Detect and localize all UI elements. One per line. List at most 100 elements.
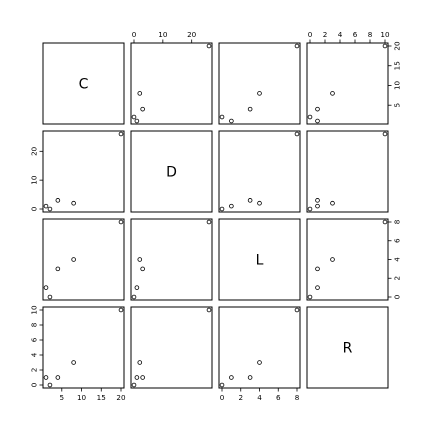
data-point bbox=[257, 91, 262, 96]
data-point bbox=[43, 375, 49, 380]
x-tick-label: 8 bbox=[368, 30, 373, 39]
y-tick-label: 10 bbox=[30, 305, 39, 315]
data-point bbox=[315, 106, 320, 112]
panel-C-R bbox=[306, 42, 389, 125]
panel-R-D bbox=[130, 306, 213, 389]
panel-C-C: C bbox=[42, 42, 125, 125]
panel-frame bbox=[42, 130, 125, 213]
data-point bbox=[257, 360, 262, 365]
data-point bbox=[140, 106, 145, 112]
panel-D-L bbox=[218, 130, 301, 213]
y-tick-label: 0 bbox=[30, 382, 39, 387]
panel-frame bbox=[130, 306, 213, 389]
data-point bbox=[315, 285, 320, 290]
x-tick-label: 6 bbox=[353, 30, 358, 39]
data-point bbox=[140, 375, 145, 380]
panel-frame bbox=[218, 130, 301, 213]
x-tick-label: 0 bbox=[220, 393, 225, 402]
data-point bbox=[206, 43, 212, 49]
data-point bbox=[294, 131, 300, 137]
y-tick-label: 10 bbox=[393, 80, 402, 90]
data-point bbox=[247, 198, 253, 203]
data-point bbox=[219, 382, 225, 388]
y-tick-label: 8 bbox=[393, 219, 402, 224]
data-point bbox=[330, 200, 335, 206]
data-point bbox=[315, 203, 320, 209]
y-axis-C-right: 5 10 15 20 bbox=[387, 41, 402, 108]
panel-R-L bbox=[218, 306, 301, 389]
y-tick-label: 8 bbox=[30, 322, 39, 327]
data-point bbox=[307, 206, 313, 212]
data-point bbox=[330, 257, 335, 262]
y-tick-label: 6 bbox=[393, 238, 402, 243]
x-tick-label: 2 bbox=[323, 30, 328, 39]
y-tick-label: 6 bbox=[30, 337, 39, 342]
y-tick-label: 20 bbox=[393, 41, 402, 51]
data-point bbox=[315, 266, 320, 272]
panel-R-C bbox=[42, 306, 125, 389]
x-tick-label: 4 bbox=[338, 30, 343, 39]
data-point bbox=[229, 118, 234, 124]
panel-frame bbox=[130, 218, 213, 301]
panel-L-D bbox=[130, 218, 213, 301]
x-tick-label: 4 bbox=[257, 393, 262, 402]
x-tick-label: 20 bbox=[187, 30, 197, 39]
data-point bbox=[315, 198, 320, 203]
x-tick-label: 10 bbox=[77, 393, 87, 402]
data-point bbox=[118, 219, 124, 225]
y-tick-label: 15 bbox=[393, 61, 402, 70]
data-point bbox=[206, 307, 212, 313]
y-tick-label: 0 bbox=[30, 206, 39, 211]
data-point bbox=[247, 106, 253, 112]
data-point bbox=[55, 266, 61, 272]
data-point bbox=[43, 203, 49, 209]
data-point bbox=[43, 285, 49, 290]
x-tick-label: 10 bbox=[380, 30, 390, 39]
data-point bbox=[131, 294, 137, 300]
x-tick-label: 0 bbox=[132, 30, 137, 39]
x-axis-L-bottom: 0 2 4 6 8 bbox=[220, 387, 300, 402]
data-point bbox=[330, 91, 335, 96]
panel-frame bbox=[130, 130, 213, 213]
x-tick-label: 6 bbox=[276, 393, 281, 402]
data-point bbox=[47, 294, 53, 300]
data-point bbox=[247, 375, 253, 380]
y-tick-label: 2 bbox=[30, 368, 39, 373]
data-point bbox=[131, 114, 137, 120]
y-tick-label: 4 bbox=[30, 352, 39, 357]
panel-D-D: D bbox=[130, 130, 213, 213]
data-point bbox=[137, 360, 143, 365]
data-point bbox=[219, 114, 225, 120]
data-point bbox=[137, 257, 143, 262]
panel-D-R bbox=[306, 130, 389, 213]
x-tick-label: 8 bbox=[295, 393, 300, 402]
data-point bbox=[257, 200, 262, 206]
variable-label-D: D bbox=[166, 165, 177, 181]
x-tick-label: 10 bbox=[158, 30, 168, 39]
data-point bbox=[382, 43, 388, 49]
y-tick-label: 2 bbox=[393, 276, 402, 281]
variable-label-C: C bbox=[79, 77, 89, 93]
data-point bbox=[134, 375, 140, 380]
data-point bbox=[229, 203, 234, 209]
data-point bbox=[71, 360, 76, 365]
y-tick-label: 0 bbox=[393, 294, 402, 299]
data-point bbox=[219, 206, 225, 212]
y-tick-label: 20 bbox=[30, 146, 39, 156]
data-point bbox=[382, 131, 388, 137]
panel-C-L bbox=[218, 42, 301, 125]
data-point bbox=[294, 307, 300, 313]
x-tick-label: 2 bbox=[238, 393, 243, 402]
x-tick-label: 0 bbox=[308, 30, 313, 39]
data-point bbox=[71, 257, 76, 262]
data-point bbox=[55, 375, 61, 380]
panel-L-C bbox=[42, 218, 125, 301]
data-point bbox=[137, 91, 143, 96]
data-point bbox=[206, 219, 212, 225]
y-tick-label: 5 bbox=[393, 103, 402, 108]
x-axis-R-top: 0 2 4 6 8 10 bbox=[308, 30, 390, 44]
panel-frame bbox=[306, 130, 389, 213]
data-point bbox=[47, 382, 53, 388]
